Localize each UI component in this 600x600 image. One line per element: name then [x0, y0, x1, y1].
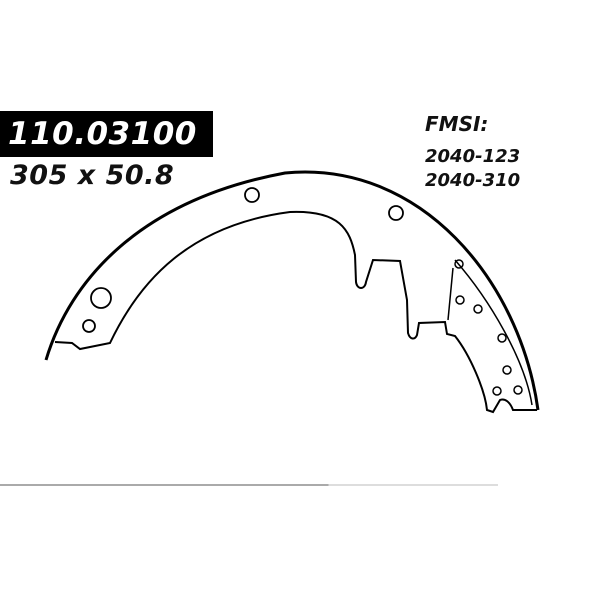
fmsi-code-2: 2040-310: [425, 170, 521, 191]
rivet-hole-icon: [455, 295, 465, 305]
divider-line: [0, 484, 498, 486]
rivet-hole-icon: [454, 259, 464, 269]
rivet-hole-icon: [502, 365, 512, 375]
outer-lining-arc: [44, 170, 540, 411]
rivet-hole-icon: [473, 304, 483, 314]
lining-band-inner: [447, 267, 454, 321]
fmsi-code-1: 2040-123: [425, 146, 521, 167]
rivet-hole-icon: [513, 385, 523, 395]
lining-band: [454, 259, 533, 406]
rivet-hole-icon: [492, 386, 502, 396]
dimensions: 305 x 50.8: [10, 160, 175, 191]
part-number: 110.03100: [8, 116, 197, 152]
shoe-body-outline: [54, 210, 537, 414]
fmsi-title: FMSI:: [425, 112, 489, 136]
hole-icon: [244, 187, 260, 203]
hole-icon: [82, 319, 96, 333]
part-number-label: 110.03100: [0, 111, 213, 157]
hole-icon: [388, 205, 404, 221]
hole-icon: [90, 287, 112, 309]
rivet-hole-icon: [497, 333, 507, 343]
